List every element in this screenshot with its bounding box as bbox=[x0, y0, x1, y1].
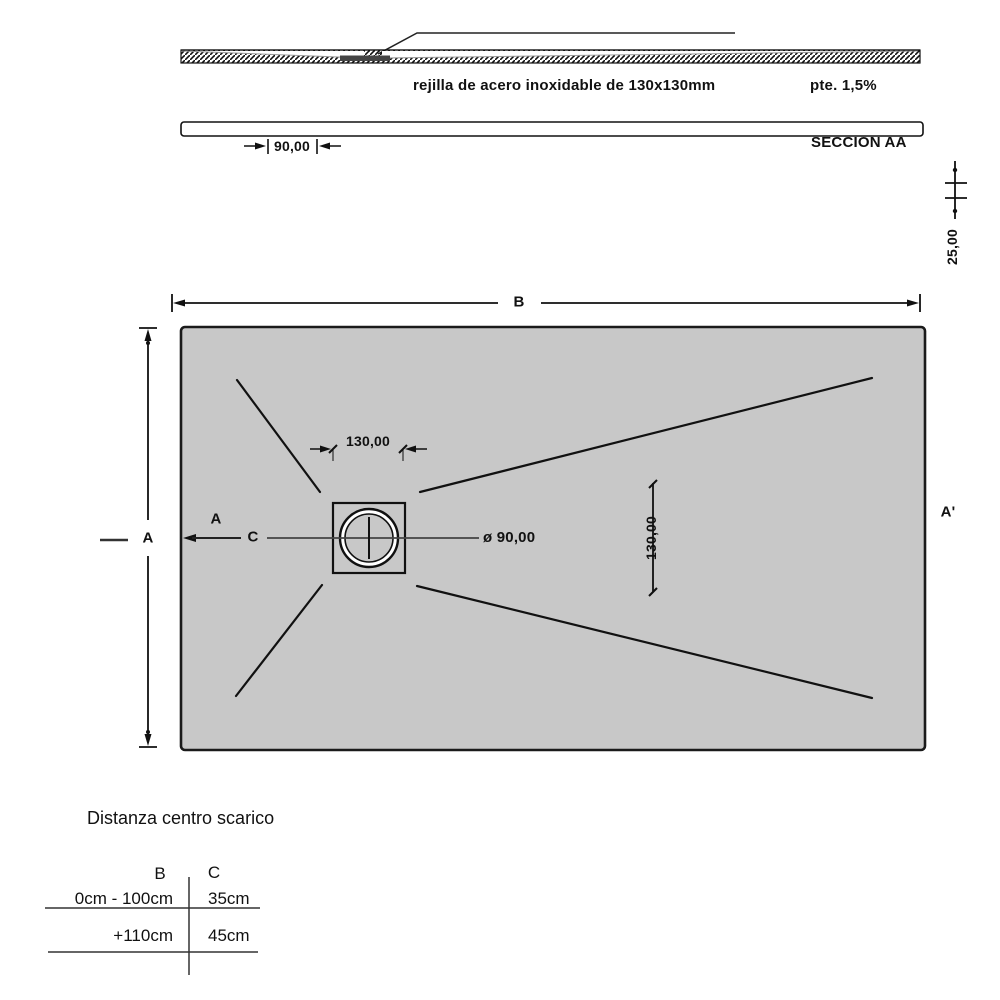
table-rules bbox=[45, 877, 260, 975]
section-name-label: SECCION AA bbox=[811, 134, 907, 151]
plan-centerline bbox=[183, 517, 479, 559]
section-cut-start-label: A bbox=[210, 510, 222, 528]
section-hatched-body bbox=[180, 49, 921, 64]
table-row-1-range: 0cm - 100cm bbox=[74, 889, 173, 908]
section-drain-grate bbox=[340, 55, 390, 61]
table-header-b: B bbox=[154, 864, 166, 883]
plan-length-label: A bbox=[142, 529, 154, 547]
table-row-2-distance: 45cm bbox=[208, 926, 250, 945]
section-cut-end-label: A' bbox=[940, 503, 956, 521]
drain-diameter-label: ø 90,00 bbox=[483, 529, 536, 546]
section-tray-outline bbox=[180, 121, 924, 137]
plan-dim-B bbox=[171, 294, 921, 312]
table-title: Distanza centro scarico bbox=[87, 808, 275, 828]
section-dim-90 bbox=[244, 139, 341, 154]
table-header-c: C bbox=[207, 863, 221, 882]
plan-width-label: B bbox=[513, 293, 525, 311]
grate-note-label: rejilla de acero inoxidable de 130x130mm bbox=[413, 77, 716, 94]
section-dim-25-value: 25,00 bbox=[944, 228, 960, 266]
plan-tray-outline bbox=[179, 325, 927, 752]
slope-label: pte. 1,5% bbox=[810, 77, 877, 94]
drain-dim-vertical-value: 130,00 bbox=[643, 515, 659, 561]
section-dim-25 bbox=[945, 161, 967, 219]
plan-dim-130-vertical bbox=[648, 479, 658, 597]
plan-dim-A bbox=[139, 327, 157, 748]
drain-dim-horizontal-value: 130,00 bbox=[345, 433, 391, 449]
plan-slope-diagonals bbox=[234, 376, 874, 700]
plan-dim-130-horizontal bbox=[310, 444, 427, 461]
section-dim-90-value: 90,00 bbox=[273, 138, 311, 154]
section-leader-line bbox=[377, 32, 735, 55]
drain-offset-label: C bbox=[247, 528, 259, 546]
table-row-1-distance: 35cm bbox=[208, 889, 250, 908]
table-row-2-range: +110cm bbox=[113, 926, 173, 945]
